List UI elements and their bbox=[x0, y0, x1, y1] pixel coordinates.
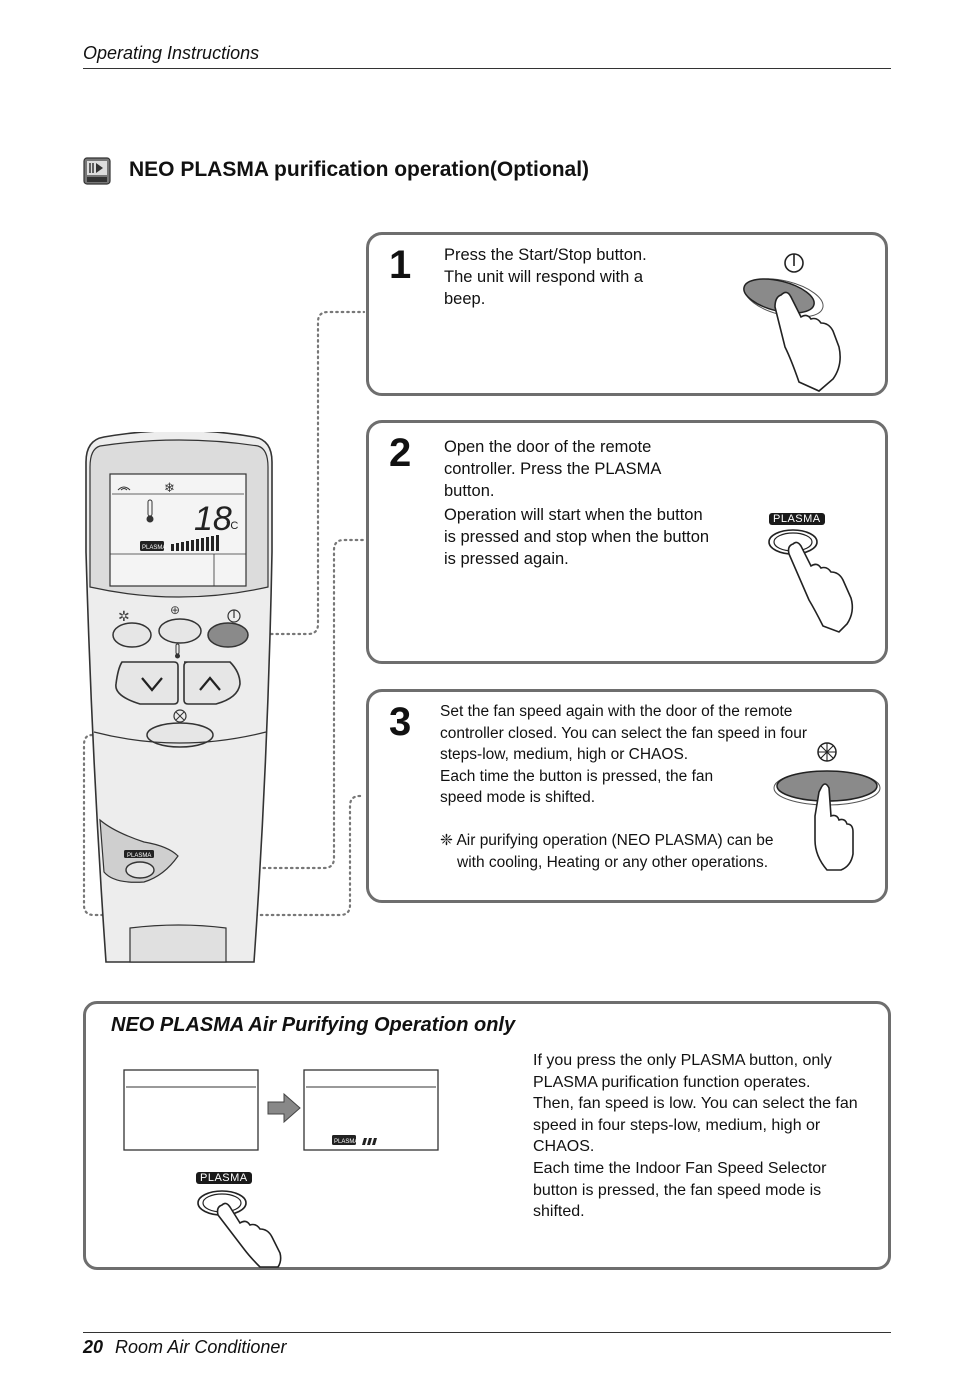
step-2-text: Open the door of the remote controller. … bbox=[444, 438, 662, 500]
section-title: NEO PLASMA purification operation(Option… bbox=[129, 158, 590, 181]
footer-title: Room Air Conditioner bbox=[115, 1337, 287, 1357]
plasma-only-text: If you press the only PLASMA button, onl… bbox=[533, 1052, 858, 1221]
step-2-text-2: Operation will start when the button is … bbox=[444, 506, 710, 568]
svg-text:❄: ❄ bbox=[164, 480, 175, 495]
plasma-button-label: PLASMA bbox=[769, 513, 825, 525]
svg-text:⊕: ⊕ bbox=[170, 603, 180, 617]
svg-text:✲: ✲ bbox=[118, 608, 130, 624]
svg-text:°C: °C bbox=[226, 520, 238, 532]
step-number: 2 bbox=[389, 431, 412, 475]
start-stop-press-illustration bbox=[743, 253, 841, 392]
page-number: 20 bbox=[83, 1337, 104, 1357]
plasma-icon bbox=[83, 157, 111, 185]
svg-text:PLASMA: PLASMA bbox=[127, 853, 151, 859]
step-2-box: 2 Open the door of the remote controller… bbox=[366, 420, 888, 664]
running-header: Operating Instructions bbox=[83, 43, 260, 63]
step-3-box: 3 Set the fan speed again with the door … bbox=[366, 689, 888, 903]
step-1-text: Press the Start/Stop button. The unit wi… bbox=[444, 246, 647, 308]
plasma-only-box: NEO PLASMA Air Purifying Operation only … bbox=[83, 1001, 891, 1270]
fan-speed-press-illustration bbox=[773, 742, 881, 871]
plasma-press-illustration bbox=[197, 1190, 282, 1268]
remote-controller: ❄ 18 °C PLASMA ✲ ⊕ PLASMA bbox=[85, 432, 273, 963]
svg-text:PLASMA: PLASMA bbox=[142, 545, 166, 551]
step-number: 3 bbox=[389, 700, 412, 744]
svg-text:PLASMA: PLASMA bbox=[334, 1139, 358, 1145]
lcd-transition-illustration: PLASMA bbox=[123, 1069, 439, 1151]
step-1-box: 1 Press the Start/Stop button. The unit … bbox=[366, 232, 888, 396]
plasma-button-label: PLASMA bbox=[196, 1172, 252, 1184]
page-footer: 20 Room Air Conditioner bbox=[83, 1337, 286, 1358]
step-number: 1 bbox=[389, 243, 412, 287]
step-3-text: Set the fan speed again with the door of… bbox=[440, 703, 808, 806]
footer-rule bbox=[83, 1332, 891, 1333]
plasma-only-title: NEO PLASMA Air Purifying Operation only bbox=[111, 1014, 516, 1036]
header-rule bbox=[83, 68, 891, 69]
plasma-press-illustration bbox=[768, 529, 854, 633]
step-3-note: ❈ Air purifying operation (NEO PLASMA) c… bbox=[440, 832, 774, 871]
remote-temp-display: 18 bbox=[194, 500, 232, 538]
